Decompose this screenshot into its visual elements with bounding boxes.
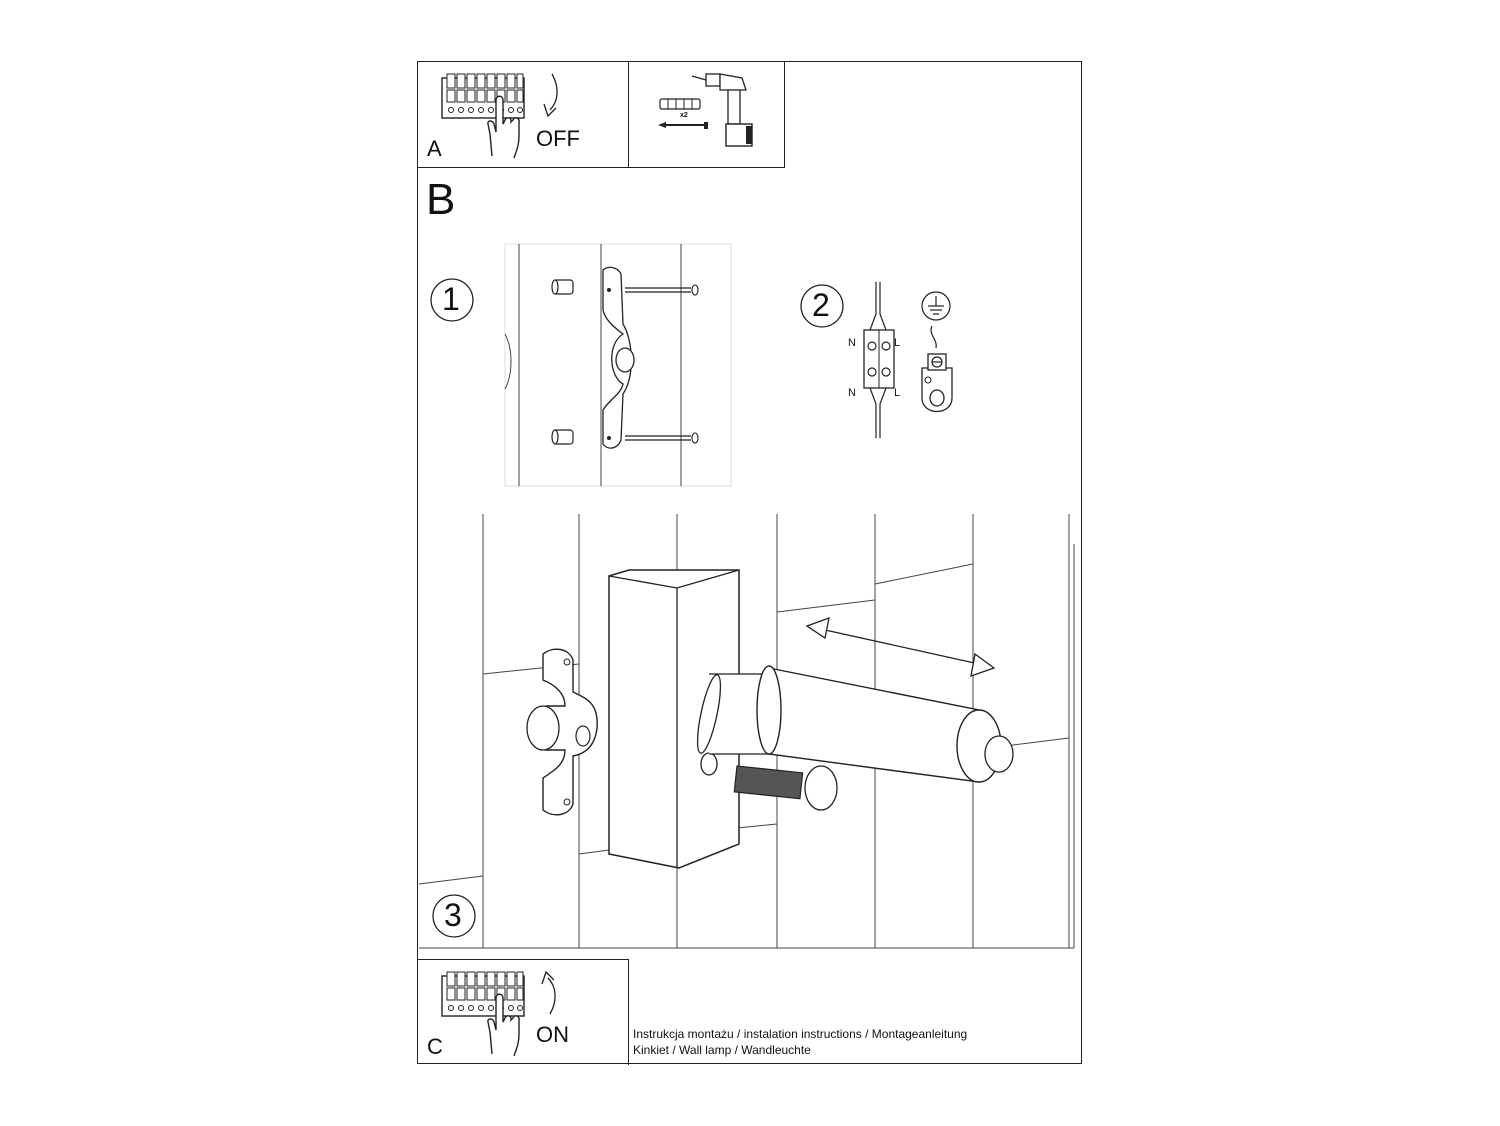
hand-icon (487, 95, 520, 159)
footer-instructions-title: Instrukcja montażu / instalation instruc… (633, 1027, 968, 1041)
step-2-badge (800, 284, 844, 328)
terminal-n-top: N (848, 337, 856, 349)
instruction-sheet: A OFF x2 B 1 (417, 61, 1082, 1065)
ground-symbol-icon (921, 291, 953, 412)
footer-product-name: Kinkiet / Wall lamp / Wandleuchte (633, 1043, 811, 1057)
drill-icon (691, 73, 753, 147)
section-a-label: A (427, 136, 442, 161)
hand-icon (487, 993, 520, 1057)
step-3-badge (432, 894, 476, 938)
step-1-number: 1 (442, 281, 460, 317)
lamp-assembly-diagram (418, 514, 1075, 949)
terminal-l-top: L (894, 337, 901, 349)
step-3-number: 3 (444, 897, 462, 933)
section-c-label: C (427, 1034, 443, 1059)
section-c-power-on: C ON (418, 959, 629, 1065)
count-label: x2 (680, 112, 688, 119)
section-b-label: B (426, 175, 456, 224)
switch-on-label: ON (536, 1022, 569, 1047)
wall-plug-icon (659, 98, 701, 110)
arrow-up-icon (541, 970, 556, 1015)
wiring-terminal-diagram (863, 282, 895, 438)
section-a-power-off: A OFF (418, 62, 629, 168)
terminal-n-bottom: N (848, 387, 856, 399)
arrow-down-icon (543, 73, 558, 118)
circuit-breaker-panel-icon (441, 971, 525, 1017)
screw-icon (658, 122, 708, 129)
bracket-mounting-diagram (504, 243, 732, 487)
step-2-number: 2 (812, 287, 830, 323)
step-1-badge (430, 278, 474, 322)
terminal-l-bottom: L (894, 387, 901, 399)
switch-off-label: OFF (536, 126, 580, 151)
section-a-tools: x2 (628, 62, 785, 168)
